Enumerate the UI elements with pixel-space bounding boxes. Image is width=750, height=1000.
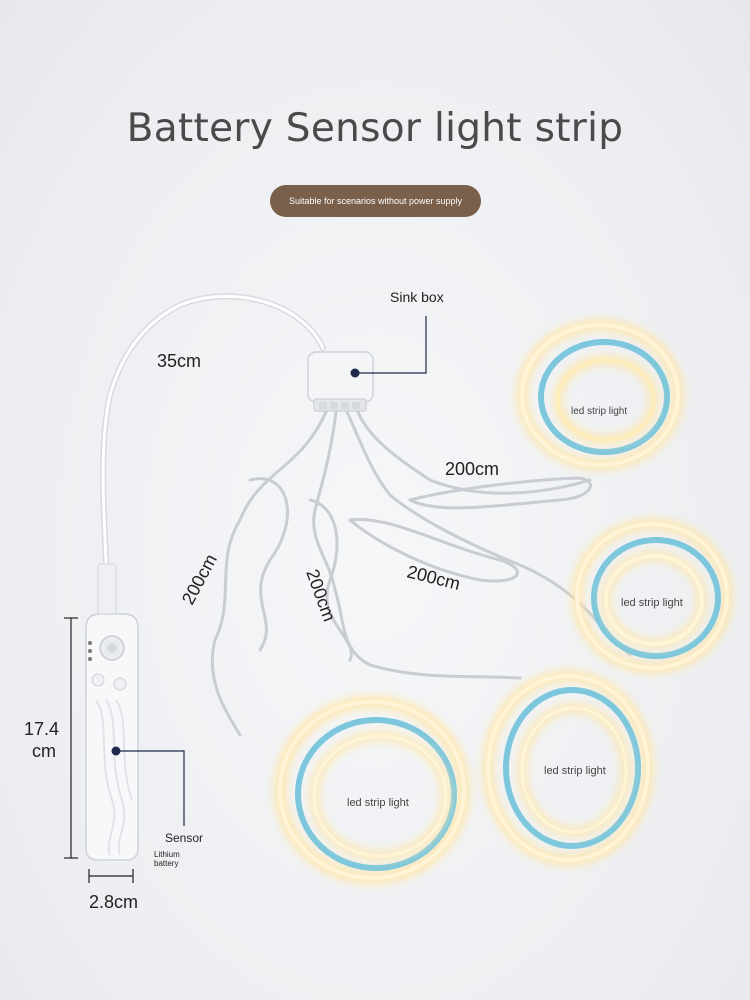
led-strip-bottom-left bbox=[274, 696, 470, 884]
sink-box-label: Sink box bbox=[390, 289, 444, 305]
page-title: Battery Sensor light strip bbox=[126, 106, 624, 151]
sensor-indicator-2 bbox=[88, 649, 92, 653]
sink-box-leader bbox=[350, 316, 427, 378]
cable-200cm-label-3: 200cm bbox=[302, 567, 339, 625]
width-label: 2.8cm bbox=[89, 892, 138, 912]
sensor-leader bbox=[111, 746, 185, 826]
cable-200cm-1 bbox=[210, 410, 328, 737]
strip-label-3: led strip light bbox=[347, 797, 409, 809]
sensor-indicator-1 bbox=[88, 641, 92, 645]
led-strip-top-right bbox=[517, 320, 683, 470]
cables bbox=[100, 293, 632, 737]
strip-label-4: led strip light bbox=[544, 765, 606, 777]
width-dimension bbox=[88, 869, 134, 883]
led-strip-middle-right bbox=[572, 519, 732, 673]
sensor-button-1 bbox=[91, 673, 105, 687]
cable-200cm-3 bbox=[345, 410, 632, 657]
strip-label-2: led strip light bbox=[621, 597, 683, 609]
cable-200cm-label-2: 200cm bbox=[178, 551, 221, 608]
height-dimension bbox=[64, 617, 78, 859]
height-value: 17.4 bbox=[24, 719, 59, 739]
sensor-device bbox=[85, 563, 139, 861]
sink-box bbox=[307, 351, 374, 412]
strip-label-1: led strip light bbox=[571, 406, 627, 417]
cable-200cm-label-1: 200cm bbox=[445, 459, 499, 479]
cable-35cm-label: 35cm bbox=[157, 351, 201, 371]
subtitle-badge: Suitable for scenarios without power sup… bbox=[270, 185, 481, 217]
battery-label-line2: battery bbox=[154, 859, 178, 868]
cable-200cm-2 bbox=[312, 410, 522, 680]
height-unit: cm bbox=[32, 741, 56, 761]
sensor-indicator-3 bbox=[88, 657, 92, 661]
battery-label-line1: Lithium bbox=[154, 850, 180, 859]
led-strip-bottom-right bbox=[483, 671, 653, 865]
cable-200cm-4 bbox=[356, 410, 592, 495]
sensor-button-2 bbox=[113, 677, 127, 691]
sensor-label: Sensor bbox=[165, 831, 203, 845]
